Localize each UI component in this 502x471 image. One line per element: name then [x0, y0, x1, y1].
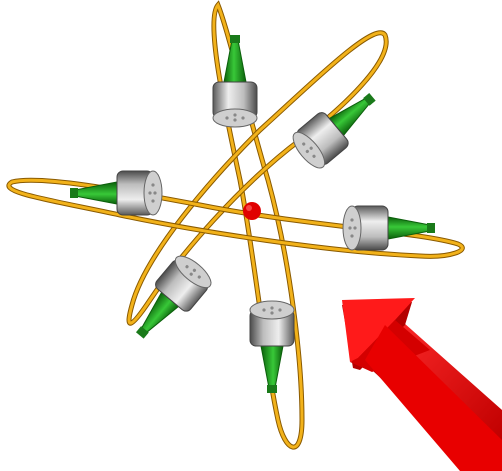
unit-right	[343, 206, 435, 250]
unit-bottom-left	[123, 251, 216, 350]
red-arrow-icon	[342, 298, 502, 471]
center-dot	[243, 202, 261, 220]
unit-bottom	[250, 301, 294, 393]
